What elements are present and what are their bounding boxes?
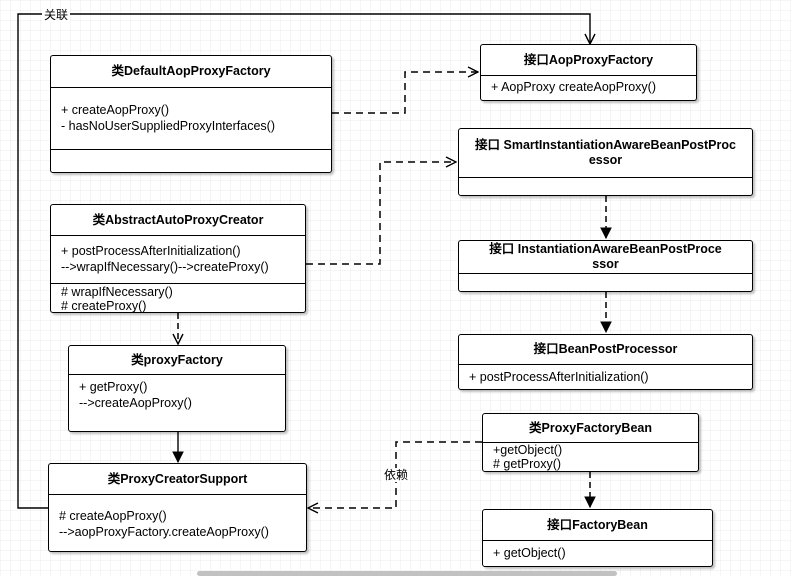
realization-edge-default-factory[interactable] <box>332 72 478 114</box>
operation: # getProxy() <box>493 457 562 471</box>
empty-section <box>51 150 331 172</box>
interface-title: 接口FactoryBean <box>483 510 712 541</box>
operation: + createAopProxy() <box>61 103 170 117</box>
association-edge[interactable] <box>17 13 590 509</box>
operation: # createProxy() <box>61 299 147 313</box>
association-label: 关联 <box>42 8 71 22</box>
operations-section: +getObject() # getProxy() <box>483 443 698 471</box>
class-proxy-creator-support[interactable]: 类ProxyCreatorSupport # createAopProxy() … <box>48 463 307 552</box>
protected-operations-section: # wrapIfNecessary() # createProxy() <box>51 284 305 313</box>
operation: -->createAopProxy() <box>79 396 192 410</box>
operation: # wrapIfNecessary() <box>61 285 173 299</box>
class-title: 类ProxyCreatorSupport <box>49 464 306 495</box>
operation: -->aopProxyFactory.createAopProxy() <box>59 525 269 539</box>
interface-title: 接口AopProxyFactory <box>481 45 696 76</box>
interface-aop-proxy-factory[interactable]: 接口AopProxyFactory + AopProxy createAopPr… <box>480 44 697 101</box>
operations-section: + getProxy() -->createAopProxy() <box>69 375 285 431</box>
operations-section: # createAopProxy() -->aopProxyFactory.cr… <box>49 495 306 551</box>
realization-edge-abstract-creator[interactable] <box>306 162 456 265</box>
operation: - hasNoUserSuppliedProxyInterfaces() <box>61 119 275 133</box>
interface-title: 接口 SmartInstantiationAwareBeanPostProces… <box>459 129 752 178</box>
operations-section: + postProcessAfterInitialization() <box>459 365 752 389</box>
interface-instantiation-aware-bpp[interactable]: 接口 InstantiationAwareBeanPostProcessor <box>458 240 753 292</box>
operation: + getObject() <box>493 546 566 560</box>
dependency-edge[interactable] <box>308 441 482 508</box>
class-proxy-factory[interactable]: 类proxyFactory + getProxy() -->createAopP… <box>68 345 286 432</box>
class-title: 类AbstractAutoProxyCreator <box>51 205 305 236</box>
interface-smart-instantiation-aware-bpp[interactable]: 接口 SmartInstantiationAwareBeanPostProces… <box>458 128 753 196</box>
operations-section: + getObject() <box>483 541 712 566</box>
operations-section: + AopProxy createAopProxy() <box>481 76 696 100</box>
class-default-aop-proxy-factory[interactable]: 类DefaultAopProxyFactory + createAopProxy… <box>50 55 332 173</box>
operation: + getProxy() <box>79 380 148 394</box>
class-title: 类proxyFactory <box>69 346 285 375</box>
interface-title: 接口 InstantiationAwareBeanPostProcessor <box>459 241 752 274</box>
operation: + AopProxy createAopProxy() <box>491 80 657 94</box>
interface-bean-post-processor[interactable]: 接口BeanPostProcessor + postProcessAfterIn… <box>458 334 753 390</box>
class-title: 类DefaultAopProxyFactory <box>51 56 331 88</box>
operation: + postProcessAfterInitialization() <box>469 370 649 384</box>
operations-section: + createAopProxy() - hasNoUserSuppliedPr… <box>51 88 331 150</box>
dependency-label: 依赖 <box>382 468 411 482</box>
empty-section <box>459 178 752 195</box>
operation: # createAopProxy() <box>59 509 167 523</box>
class-proxy-factory-bean[interactable]: 类ProxyFactoryBean +getObject() # getProx… <box>482 413 699 472</box>
interface-title: 接口BeanPostProcessor <box>459 335 752 365</box>
operation: +getObject() <box>493 443 563 457</box>
operation: + postProcessAfterInitialization() <box>61 244 241 258</box>
horizontal-scrollbar[interactable] <box>197 571 617 576</box>
operations-section: + postProcessAfterInitialization() -->wr… <box>51 236 305 284</box>
class-title: 类ProxyFactoryBean <box>483 414 698 443</box>
interface-factory-bean[interactable]: 接口FactoryBean + getObject() <box>482 509 713 567</box>
operation: -->wrapIfNecessary()-->createProxy() <box>61 260 269 274</box>
class-abstract-auto-proxy-creator[interactable]: 类AbstractAutoProxyCreator + postProcessA… <box>50 204 306 313</box>
empty-section <box>459 274 752 291</box>
